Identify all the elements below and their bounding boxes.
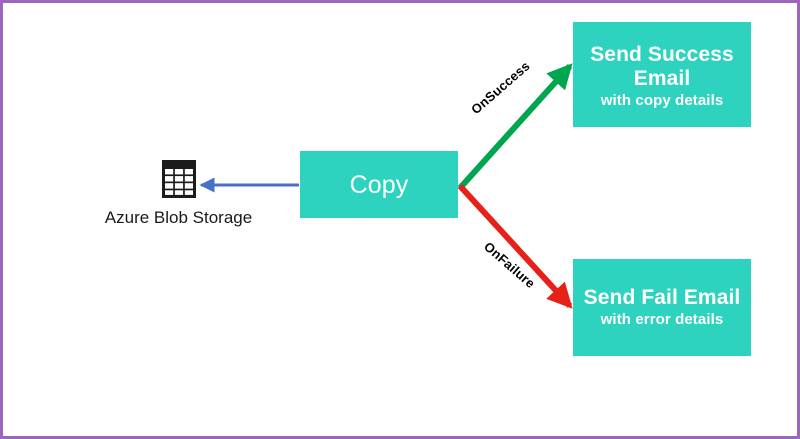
node-azure-blob-storage[interactable]: Azure Blob Storage bbox=[91, 159, 266, 228]
send-success-email-subtitle: with copy details bbox=[600, 92, 724, 110]
edge-label-onfailure: OnFailure bbox=[481, 238, 539, 292]
edge-copy-to-send-fail-email bbox=[457, 183, 573, 309]
table-grid-icon bbox=[161, 160, 196, 198]
node-send-success-email[interactable]: Send Success Email with copy details bbox=[573, 22, 751, 127]
copy-activity-title: Copy bbox=[349, 170, 409, 199]
send-fail-email-title: Send Fail Email bbox=[583, 285, 741, 309]
node-copy-activity[interactable]: Copy bbox=[300, 151, 458, 218]
node-send-fail-email[interactable]: Send Fail Email with error details bbox=[573, 259, 751, 356]
send-success-email-title: Send Success Email bbox=[590, 43, 734, 90]
edge-label-onsuccess: OnSuccess bbox=[468, 58, 533, 118]
send-fail-email-subtitle: with error details bbox=[600, 311, 724, 329]
azure-blob-storage-label: Azure Blob Storage bbox=[104, 208, 253, 227]
